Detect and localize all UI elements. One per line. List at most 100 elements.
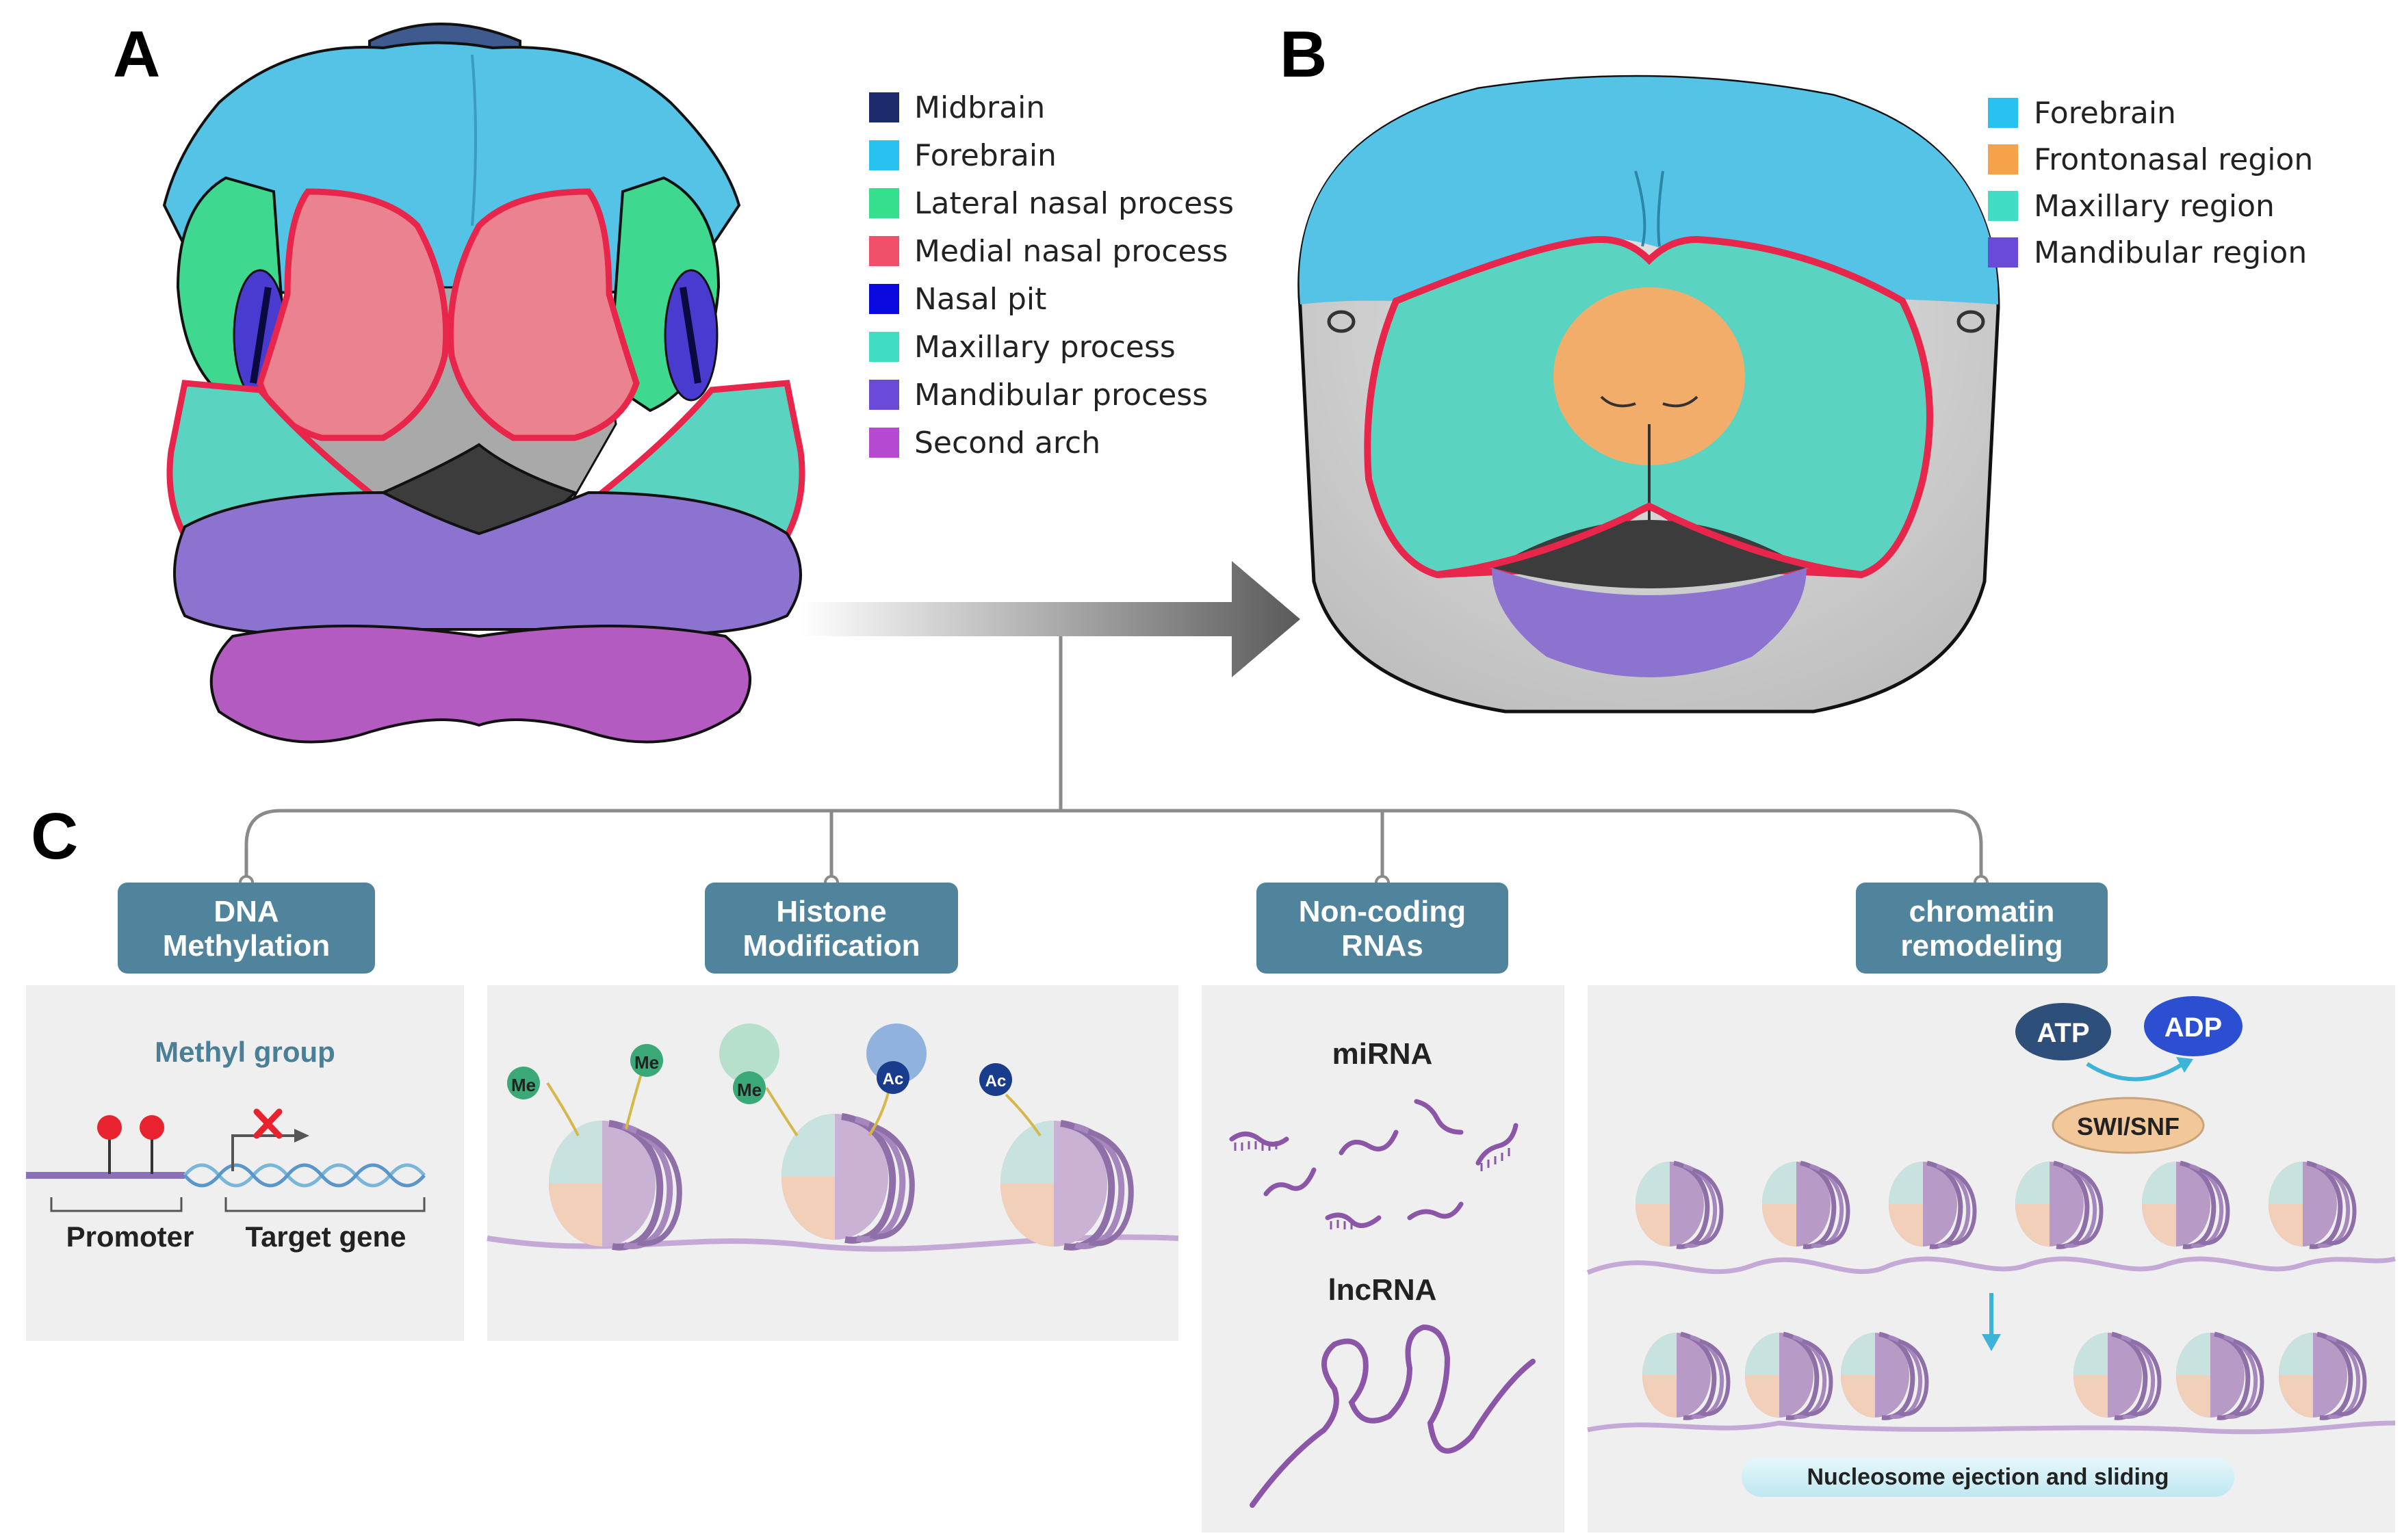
legend-swatch	[869, 188, 899, 218]
panel-b-letter: B	[1280, 18, 1327, 91]
box-title-line2: remodeling	[1900, 929, 2063, 963]
embryo-b-illustration	[1297, 75, 2000, 714]
me-label: Me	[511, 1075, 536, 1095]
dna-methylation-illustration: Methyl group Promoter Tar	[26, 1036, 426, 1253]
legend-a-item: Maxillary process	[869, 330, 1176, 365]
legend-a-item: Midbrain	[869, 90, 1045, 125]
swi-snf-complex: SWI/SNF	[2052, 1097, 2205, 1154]
ac-label: Ac	[883, 1070, 904, 1088]
histone-modification-illustration: Me Me Me Ac Ac	[487, 1023, 1179, 1252]
methyl-tag: Me	[625, 1044, 663, 1130]
legend-b: Forebrain Frontonasal region Maxillary r…	[1988, 96, 2313, 270]
panel-b: B Forebrain Frontonasal region	[1280, 18, 2313, 714]
legend-swatch	[1988, 98, 2018, 128]
mandibular-region-b	[1492, 568, 1807, 677]
legend-label: Mandibular region	[2034, 235, 2307, 270]
ac-label: Ac	[985, 1072, 1007, 1091]
methyl-lollipop	[140, 1115, 164, 1174]
legend-a: Midbrain Forebrain Lateral nasal process…	[869, 90, 1234, 460]
legend-label: Forebrain	[2034, 96, 2176, 131]
legend-label: Mandibular process	[914, 378, 1208, 413]
box-title-line2: Modification	[742, 929, 920, 963]
atp-label: ATP	[2037, 1018, 2089, 1048]
dna-methylation-panel	[26, 985, 464, 1341]
mirna-teeth	[1234, 1141, 1510, 1229]
promoter-label: Promoter	[66, 1221, 194, 1253]
legend-a-item: Mandibular process	[869, 378, 1208, 413]
box-title-line1: Histone	[776, 895, 886, 928]
frontonasal-region-b	[1553, 287, 1745, 465]
target-gene-label: Target gene	[246, 1221, 406, 1253]
me-label: Me	[737, 1080, 762, 1100]
box-title-line1: Non-coding	[1299, 895, 1466, 928]
mirna-label: miRNA	[1332, 1037, 1433, 1071]
legend-swatch	[869, 284, 899, 314]
legend-label: Second arch	[914, 426, 1100, 460]
second-arch	[209, 625, 751, 744]
legend-label: Maxillary process	[914, 330, 1176, 365]
methyl-lollipop	[97, 1115, 122, 1174]
legend-a-item: Forebrain	[869, 138, 1057, 173]
legend-swatch	[1988, 237, 2018, 267]
legend-b-item: Mandibular region	[1988, 235, 2307, 270]
methyl-group-label: Methyl group	[155, 1036, 335, 1068]
legend-a-item: Lateral nasal process	[869, 186, 1234, 221]
medial-nasal-process-left	[257, 188, 450, 441]
chromatin-remodeling-illustration: ATP ADP SWI/SNF	[1586, 996, 2396, 1497]
swi-snf-label: SWI/SNF	[2077, 1112, 2180, 1140]
nucleosome-caption: Nucleosome ejection and sliding	[1742, 1457, 2234, 1497]
legend-label: Nasal pit	[914, 282, 1046, 317]
legend-a-item: Second arch	[869, 426, 1100, 460]
legend-swatch	[869, 332, 899, 362]
connector-tree	[244, 636, 1983, 883]
legend-label: Medial nasal process	[914, 234, 1228, 269]
legend-swatch	[869, 380, 899, 410]
panel-a: A	[113, 18, 1234, 744]
legend-b-item: Frontonasal region	[1988, 142, 2313, 177]
legend-swatch	[869, 236, 899, 266]
atp-badge: ATP	[2015, 1003, 2111, 1060]
legend-swatch	[1988, 144, 2018, 174]
acetyl-tag: Ac	[979, 1063, 1042, 1137]
lncrna-strand	[1250, 1324, 1536, 1508]
panel-c-letter: C	[31, 800, 78, 873]
lncrna-label: lncRNA	[1328, 1273, 1437, 1307]
me-label: Me	[634, 1052, 659, 1073]
histone-modification-title-box: Histone Modification	[705, 883, 958, 974]
adp-badge: ADP	[2144, 996, 2243, 1056]
embryo-a-illustration	[162, 23, 805, 744]
panel-c: C DNA Methylation Histone	[26, 636, 2396, 1532]
legend-a-item: Medial nasal process	[869, 234, 1228, 269]
block-x-icon	[253, 1108, 283, 1139]
down-arrow-icon	[1982, 1293, 2001, 1351]
legend-label: Lateral nasal process	[914, 186, 1234, 221]
legend-swatch	[869, 92, 899, 122]
noncoding-rnas-illustration: miRNA lncRNA	[1229, 1037, 1536, 1508]
box-title-line2: Methylation	[163, 929, 330, 963]
panel-a-letter: A	[113, 18, 160, 91]
dna-methylation-title-box: DNA Methylation	[118, 883, 375, 974]
arrow-shape	[801, 561, 1300, 677]
progression-arrow	[801, 561, 1300, 677]
noncoding-rnas-panel	[1202, 985, 1564, 1532]
noncoding-rnas-title-box: Non-coding RNAs	[1256, 883, 1508, 974]
dna-helix	[183, 1163, 426, 1188]
chromatin-remodeling-title-box: chromatin remodeling	[1856, 883, 2108, 974]
adp-label: ADP	[2164, 1013, 2222, 1043]
box-title-line2: RNAs	[1341, 929, 1423, 963]
legend-b-item: Forebrain	[1988, 96, 2176, 131]
legend-swatch	[869, 140, 899, 170]
legend-a-item: Nasal pit	[869, 282, 1046, 317]
box-title-line1: chromatin	[1909, 895, 2055, 928]
acetyl-tag-fading: Ac	[866, 1023, 927, 1137]
forebrain-region-b	[1299, 77, 1998, 304]
legend-label: Frontonasal region	[2034, 142, 2313, 177]
legend-label: Midbrain	[914, 90, 1045, 125]
chromatin-remodeling-panel	[1588, 985, 2395, 1532]
medial-nasal-process-right	[447, 188, 640, 441]
legend-label: Maxillary region	[2034, 189, 2275, 224]
box-title-line1: DNA	[214, 895, 279, 928]
nucleosome-caption-text: Nucleosome ejection and sliding	[1807, 1464, 2169, 1490]
legend-label: Forebrain	[914, 138, 1057, 173]
